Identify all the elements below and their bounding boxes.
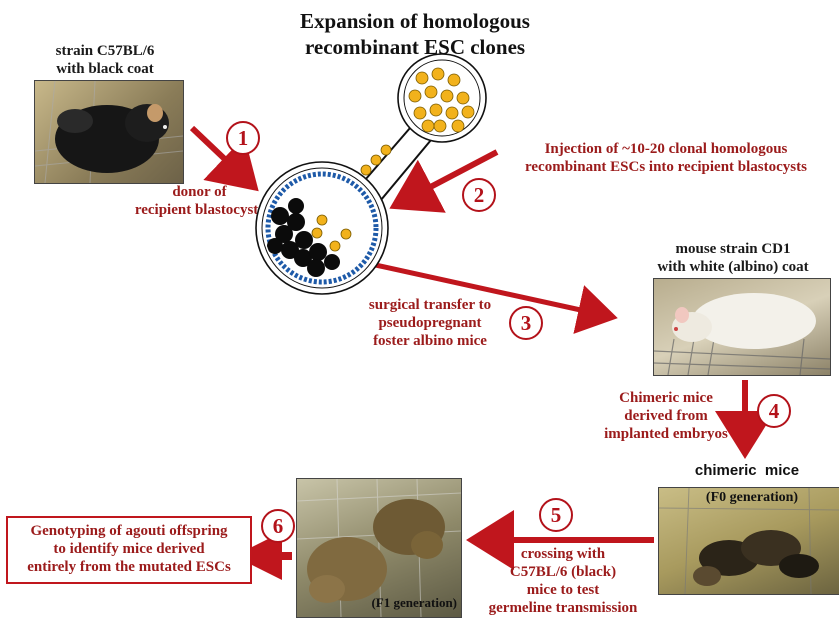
step-6-number: 6 bbox=[272, 513, 284, 538]
chimeric-derivation-line-1: Chimeric mice bbox=[619, 390, 713, 406]
donor-strain-line-2: with black coat bbox=[56, 61, 154, 77]
chimeric-mice-label: chimeric mice bbox=[694, 462, 800, 479]
step-4-number: 4 bbox=[768, 398, 780, 423]
genotyping-line-2: to identify mice derived bbox=[53, 541, 205, 557]
black-mouse-illustration bbox=[35, 81, 183, 183]
chimeric-generation-label: (F0 generation) bbox=[705, 490, 799, 505]
crossing-line-3: mice to test bbox=[526, 582, 600, 598]
step-2-number: 2 bbox=[473, 182, 485, 207]
genotyping-line-3: entirely from the mutated ESCs bbox=[27, 559, 231, 575]
albino-mouse-illustration bbox=[654, 293, 830, 375]
chimeric-derivation-line-2: derived from bbox=[624, 408, 708, 424]
donor-role-line-2: recipient blastocysts bbox=[134, 202, 265, 218]
step-3-number: 3 bbox=[520, 310, 532, 335]
chimeric-mice-photo: (F0 generation) bbox=[658, 487, 839, 595]
crossing-line-4: germeline transmission bbox=[488, 600, 638, 616]
albino-mouse-photo bbox=[653, 278, 831, 376]
f1-generation-label: (F1 generation) bbox=[371, 595, 457, 610]
donor-strain-line-1: strain C57BL/6 bbox=[55, 43, 155, 59]
transfer-line-1: surgical transfer to bbox=[368, 297, 492, 313]
cd1-label: mouse strain CD1 with white (albino) coa… bbox=[628, 240, 838, 276]
crossing-line-1: crossing with bbox=[520, 546, 606, 562]
black-mouse-photo bbox=[34, 80, 184, 184]
arrow-step-3 bbox=[370, 261, 618, 334]
injection-label: Injection of ~10-20 clonal homologous re… bbox=[496, 140, 836, 176]
step-1-circle: 1 bbox=[226, 121, 260, 155]
genotyping-box: Genotyping of agouti offspring to identi… bbox=[6, 516, 252, 584]
esc-clone-dish bbox=[397, 53, 487, 143]
f1-mice-photo: (F1 generation) bbox=[296, 478, 462, 618]
injection-line-1: Injection of ~10-20 clonal homologous bbox=[544, 141, 788, 157]
transfer-label: surgical transfer to pseudopregnant fost… bbox=[350, 296, 510, 350]
step-4-circle: 4 bbox=[757, 394, 791, 428]
crossing-label: crossing with C57BL/6 (black) mice to te… bbox=[478, 545, 648, 617]
crossing-line-2: C57BL/6 (black) bbox=[509, 564, 617, 580]
step-2-circle: 2 bbox=[462, 178, 496, 212]
step-5-circle: 5 bbox=[539, 498, 573, 532]
arrow-step-2 bbox=[389, 149, 499, 213]
f1-mice-illustration bbox=[297, 479, 461, 617]
chimeric-derivation-label: Chimeric mice derived from implanted emb… bbox=[596, 389, 736, 443]
step-3-circle: 3 bbox=[509, 306, 543, 340]
blastocyst bbox=[255, 161, 389, 295]
diagram-title: Expansion of homologous recombinant ESC … bbox=[250, 8, 580, 60]
arrow-step-1 bbox=[189, 125, 259, 192]
step-1-number: 1 bbox=[237, 125, 249, 150]
transfer-line-2: pseudopregnant bbox=[378, 315, 482, 331]
chimeric-mice-illustration bbox=[659, 488, 839, 594]
cd1-line-1: mouse strain CD1 bbox=[675, 241, 791, 257]
injection-line-2: recombinant ESCs into recipient blastocy… bbox=[525, 159, 807, 175]
genotyping-line-1: Genotyping of agouti offspring bbox=[30, 523, 228, 539]
title-line-1: Expansion of homologous bbox=[300, 9, 530, 33]
step-6-circle: 6 bbox=[261, 509, 295, 543]
cd1-line-2: with white (albino) coat bbox=[657, 259, 809, 275]
step-5-number: 5 bbox=[550, 502, 562, 527]
chimeric-derivation-line-3: implanted embryos bbox=[604, 426, 728, 442]
title-line-2: recombinant ESC clones bbox=[304, 35, 526, 59]
transfer-line-3: foster albino mice bbox=[373, 333, 487, 349]
donor-strain-label: strain C57BL/6 with black coat bbox=[25, 42, 185, 78]
